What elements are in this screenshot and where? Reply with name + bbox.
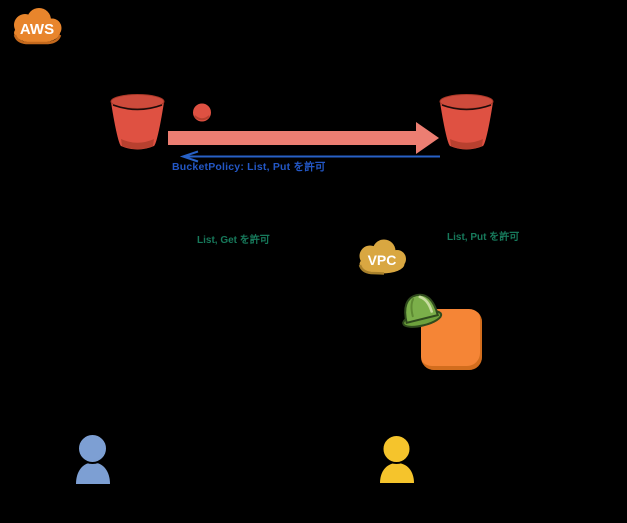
hard-hat-icon [402,293,443,328]
left-permission-label: List, Get を許可 [197,235,270,246]
s3-bucket-destination-icon [439,94,494,150]
user-left-icon [76,433,110,484]
object-dot-icon [193,103,211,122]
bucket-policy-label: BucketPolicy: List, Put を許可 [172,161,326,173]
aws-cloud-icon: AWS [13,8,62,45]
policy-arrow [179,150,440,163]
user-right-icon [380,434,414,483]
s3-bucket-source-icon [110,94,165,150]
right-permission-label: List, Put を許可 [447,232,520,243]
copy-arrow [168,122,439,154]
vpc-cloud-label: VPC [368,252,397,268]
vpc-cloud-icon: VPC [358,239,406,275]
aws-cloud-label: AWS [20,21,54,38]
